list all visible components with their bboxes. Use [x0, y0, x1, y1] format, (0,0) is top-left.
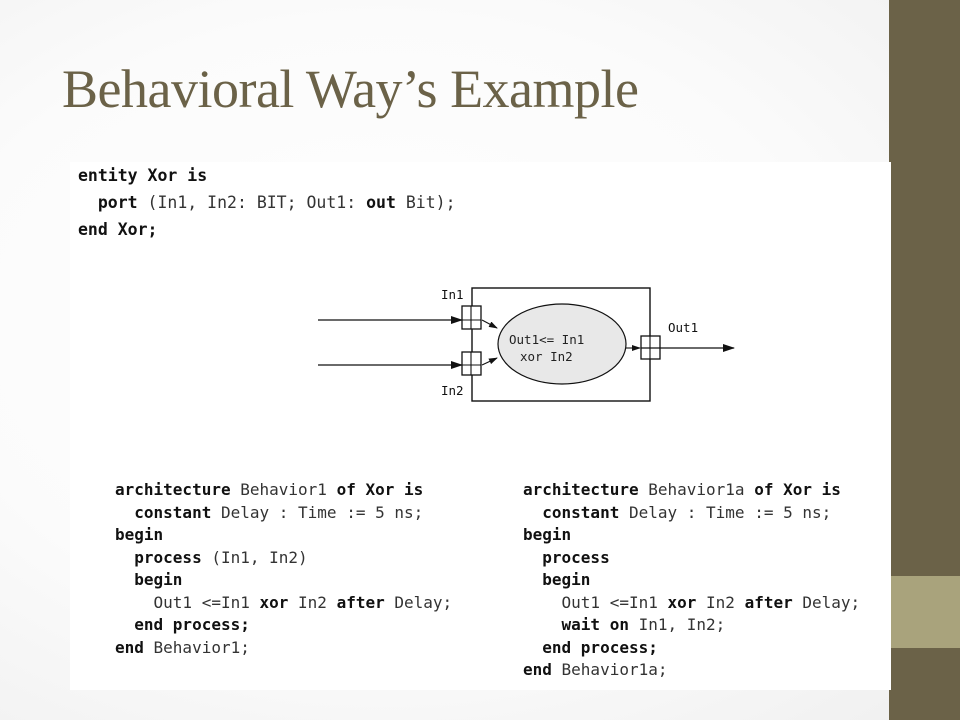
- code-line: architecture Behavior1 of Xor is: [115, 479, 452, 502]
- code-keyword: end Xor;: [78, 220, 158, 239]
- xor-block-diagram: In1 In2 Out1<= In1 xor In2 Out1: [318, 287, 735, 402]
- code-line: end Behavior1a;: [523, 659, 860, 682]
- process-line-2: xor In2: [520, 349, 573, 364]
- output-label: Out1: [668, 320, 698, 335]
- code-keyword: xor: [259, 592, 299, 612]
- code-text: Delay : Time := 5 ns;: [220, 502, 424, 522]
- code-keyword: entity Xor is: [78, 166, 208, 185]
- code-text: Behavior1;: [153, 637, 250, 657]
- process-line-1: Out1<= In1: [509, 332, 584, 347]
- code-line: begin: [115, 569, 452, 592]
- code-text: Delay;: [802, 592, 861, 612]
- code-keyword: end process;: [115, 615, 250, 634]
- code-text: (In1, In2): [211, 547, 308, 567]
- architecture-behavior1-code: architecture Behavior1 of Xor is constan…: [115, 479, 452, 659]
- code-keyword: begin: [523, 525, 572, 544]
- code-keyword: port: [78, 193, 148, 212]
- code-keyword: begin: [115, 570, 183, 589]
- code-keyword: process: [115, 547, 212, 567]
- input-2-label: In2: [441, 383, 464, 398]
- architecture-behavior1a-code: architecture Behavior1a of Xor is consta…: [523, 479, 860, 682]
- code-keyword: wait on: [523, 615, 639, 634]
- entity-declaration-code: entity Xor is port (In1, In2: BIT; Out1:…: [78, 162, 456, 243]
- code-line: port (In1, In2: BIT; Out1: out Bit);: [78, 189, 456, 216]
- code-keyword: architecture: [523, 480, 649, 499]
- code-line: wait on In1, In2;: [523, 614, 860, 637]
- code-text: Delay;: [394, 592, 453, 612]
- code-line: end Xor;: [78, 216, 456, 243]
- code-keyword: end process;: [523, 637, 658, 657]
- code-keyword: end: [523, 660, 562, 679]
- code-text: Bit);: [405, 193, 456, 212]
- code-line: begin: [523, 569, 860, 592]
- code-keyword: after: [336, 592, 395, 612]
- decorative-sidebar-accent: [889, 576, 960, 648]
- code-figure: entity Xor is port (In1, In2: BIT; Out1:…: [70, 162, 891, 690]
- code-keyword: architecture: [115, 480, 241, 499]
- code-keyword: begin: [523, 570, 591, 589]
- code-text: In2: [298, 592, 337, 612]
- code-line: Out1 <=In1 xor In2 after Delay;: [115, 592, 453, 615]
- code-keyword: out: [366, 193, 406, 212]
- code-keyword: after: [744, 592, 803, 612]
- code-text: Behavior1a;: [561, 660, 668, 679]
- code-line: end process;: [523, 637, 860, 660]
- code-text: Delay : Time := 5 ns;: [628, 502, 832, 522]
- code-keyword: constant: [115, 502, 221, 522]
- process-bubble: [497, 303, 627, 385]
- slide-title: Behavioral Way’s Example: [62, 59, 639, 119]
- code-line: begin: [523, 524, 860, 547]
- code-line: Out1 <=In1 xor In2 after Delay;: [523, 592, 861, 615]
- code-keyword: end: [115, 637, 154, 657]
- code-text: In1, In2;: [638, 615, 726, 634]
- code-keyword: of Xor is: [336, 480, 424, 499]
- code-line: process (In1, In2): [115, 547, 452, 570]
- code-line: process: [523, 547, 860, 570]
- code-text: In2: [706, 592, 745, 612]
- code-text: Behavior1: [240, 480, 337, 499]
- code-text: Out1 <=In1: [115, 592, 260, 612]
- code-line: constant Delay : Time := 5 ns;: [523, 502, 860, 525]
- code-keyword: begin: [115, 525, 164, 544]
- input-1-label: In1: [441, 287, 464, 302]
- code-keyword: xor: [667, 592, 707, 612]
- code-keyword: process: [523, 547, 610, 567]
- code-line: end process;: [115, 614, 452, 637]
- code-text: (In1, In2: BIT; Out1:: [147, 193, 367, 212]
- code-line: entity Xor is: [78, 162, 456, 189]
- code-line: architecture Behavior1a of Xor is: [523, 479, 860, 502]
- code-line: constant Delay : Time := 5 ns;: [115, 502, 452, 525]
- code-line: end Behavior1;: [115, 637, 452, 660]
- code-text: Behavior1a: [648, 480, 755, 499]
- code-text: Out1 <=In1: [523, 592, 668, 612]
- code-keyword: constant: [523, 502, 629, 522]
- code-keyword: of Xor is: [754, 480, 841, 499]
- code-line: begin: [115, 524, 452, 547]
